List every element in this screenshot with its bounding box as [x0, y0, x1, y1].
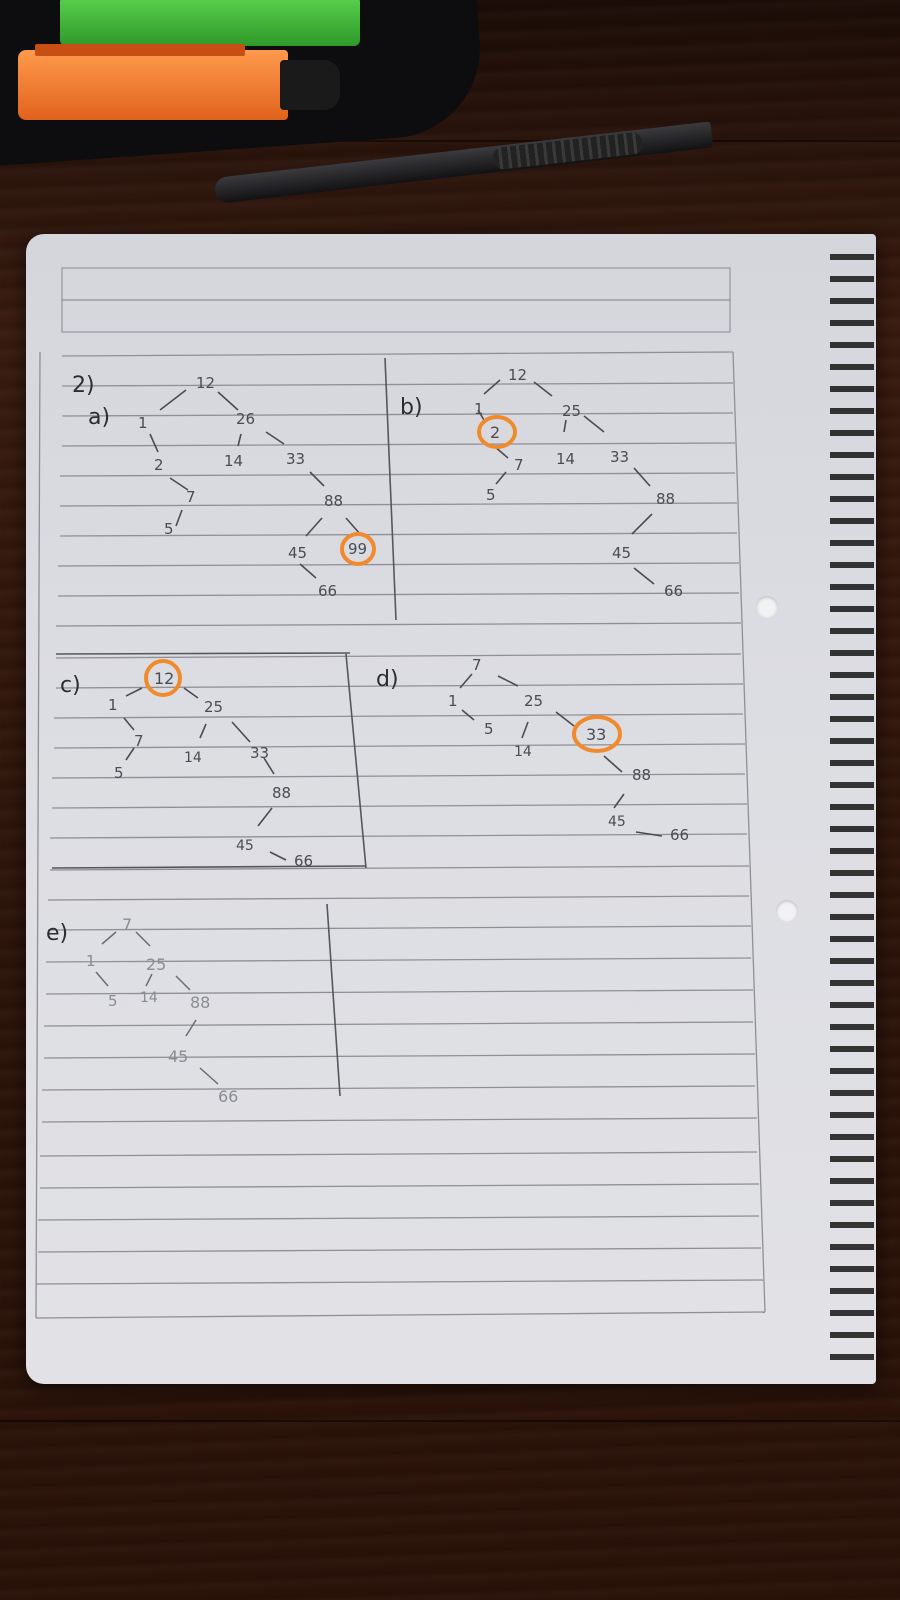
node-5: 5	[164, 520, 174, 538]
node-45: 45	[288, 544, 307, 562]
node-45: 45	[608, 814, 626, 830]
node-66: 66	[294, 852, 313, 870]
tree-b: b) 12 1 2 7 5 25 14 33 88 45 6	[400, 366, 683, 600]
node-2: 2	[154, 456, 164, 474]
node-14: 14	[140, 990, 158, 1006]
node-12: 12	[196, 374, 215, 392]
highlighter-label	[35, 44, 245, 56]
node-1: 1	[474, 400, 484, 418]
node-1: 1	[86, 952, 96, 970]
orange-highlighter	[18, 50, 288, 120]
node-1: 1	[138, 414, 148, 432]
green-highlighter	[60, 0, 360, 46]
highlight-circle	[144, 659, 182, 697]
node-45: 45	[168, 1047, 188, 1066]
node-88: 88	[190, 993, 210, 1012]
highlight-circle	[340, 532, 376, 566]
node-25: 25	[204, 698, 223, 716]
node-14: 14	[556, 450, 575, 468]
section-dividers	[51, 357, 397, 1097]
tree-edges	[477, 379, 655, 585]
node-25: 25	[562, 402, 581, 420]
node-88: 88	[324, 492, 343, 510]
node-7: 7	[472, 656, 482, 674]
tree-e: e) 7 1 5 25 14 88 45 66	[46, 915, 238, 1106]
node-45: 45	[236, 838, 254, 854]
node-66: 66	[670, 826, 689, 844]
tree-label: a)	[88, 405, 110, 430]
node-33: 33	[286, 450, 305, 468]
node-5: 5	[484, 720, 494, 738]
highlight-circle	[477, 415, 517, 449]
tree-label: e)	[46, 921, 68, 946]
node-7: 7	[122, 915, 132, 934]
tree-edges	[95, 931, 219, 1085]
tree-label: c)	[60, 673, 81, 698]
spiral-binding	[830, 244, 874, 1364]
node-5: 5	[486, 486, 496, 504]
desk-plank-seam	[0, 1420, 900, 1422]
node-7: 7	[186, 488, 196, 506]
tree-label: b)	[400, 395, 423, 420]
node-1: 1	[448, 692, 458, 710]
node-33: 33	[250, 744, 269, 762]
node-25: 25	[146, 955, 166, 974]
notebook-page	[26, 234, 876, 1384]
highlight-circle	[572, 715, 622, 753]
node-66: 66	[664, 582, 683, 600]
tree-d: d) 7 1 5 25 14 33 88 45 66	[376, 656, 689, 844]
node-45: 45	[612, 544, 631, 562]
node-5: 5	[114, 764, 124, 782]
node-7: 7	[514, 456, 524, 474]
ruled-lines	[35, 267, 766, 1319]
tree-edges	[149, 389, 361, 579]
node-66: 66	[218, 1087, 238, 1106]
tree-c: c) 12 1 7 5 25 14 33 88 45 66	[60, 659, 313, 870]
tree-edges	[123, 687, 287, 861]
node-14: 14	[514, 744, 532, 760]
node-1: 1	[108, 696, 118, 714]
highlighter-cap	[280, 60, 340, 110]
node-88: 88	[656, 490, 675, 508]
tree-edges	[459, 673, 663, 837]
node-88: 88	[632, 766, 651, 784]
punch-hole	[776, 900, 798, 922]
node-25: 25	[524, 692, 543, 710]
node-33: 33	[586, 725, 606, 744]
punch-hole	[756, 596, 778, 618]
node-33: 33	[610, 448, 629, 466]
node-14: 14	[184, 750, 202, 766]
node-66: 66	[318, 582, 337, 600]
tree-a: a) 12 1 2 7 5 26 14 33 88 4	[88, 374, 376, 600]
problem-number: 2)	[72, 373, 95, 398]
node-5: 5	[108, 992, 118, 1010]
node-26: 26	[236, 410, 255, 428]
desk-plank-seam	[0, 140, 900, 142]
node-88: 88	[272, 784, 291, 802]
tree-label: d)	[376, 667, 399, 692]
node-14: 14	[224, 452, 243, 470]
node-12: 12	[154, 669, 174, 688]
node-7: 7	[134, 732, 144, 750]
node-2: 2	[490, 423, 500, 442]
node-99: 99	[348, 540, 367, 558]
node-12: 12	[508, 366, 527, 384]
